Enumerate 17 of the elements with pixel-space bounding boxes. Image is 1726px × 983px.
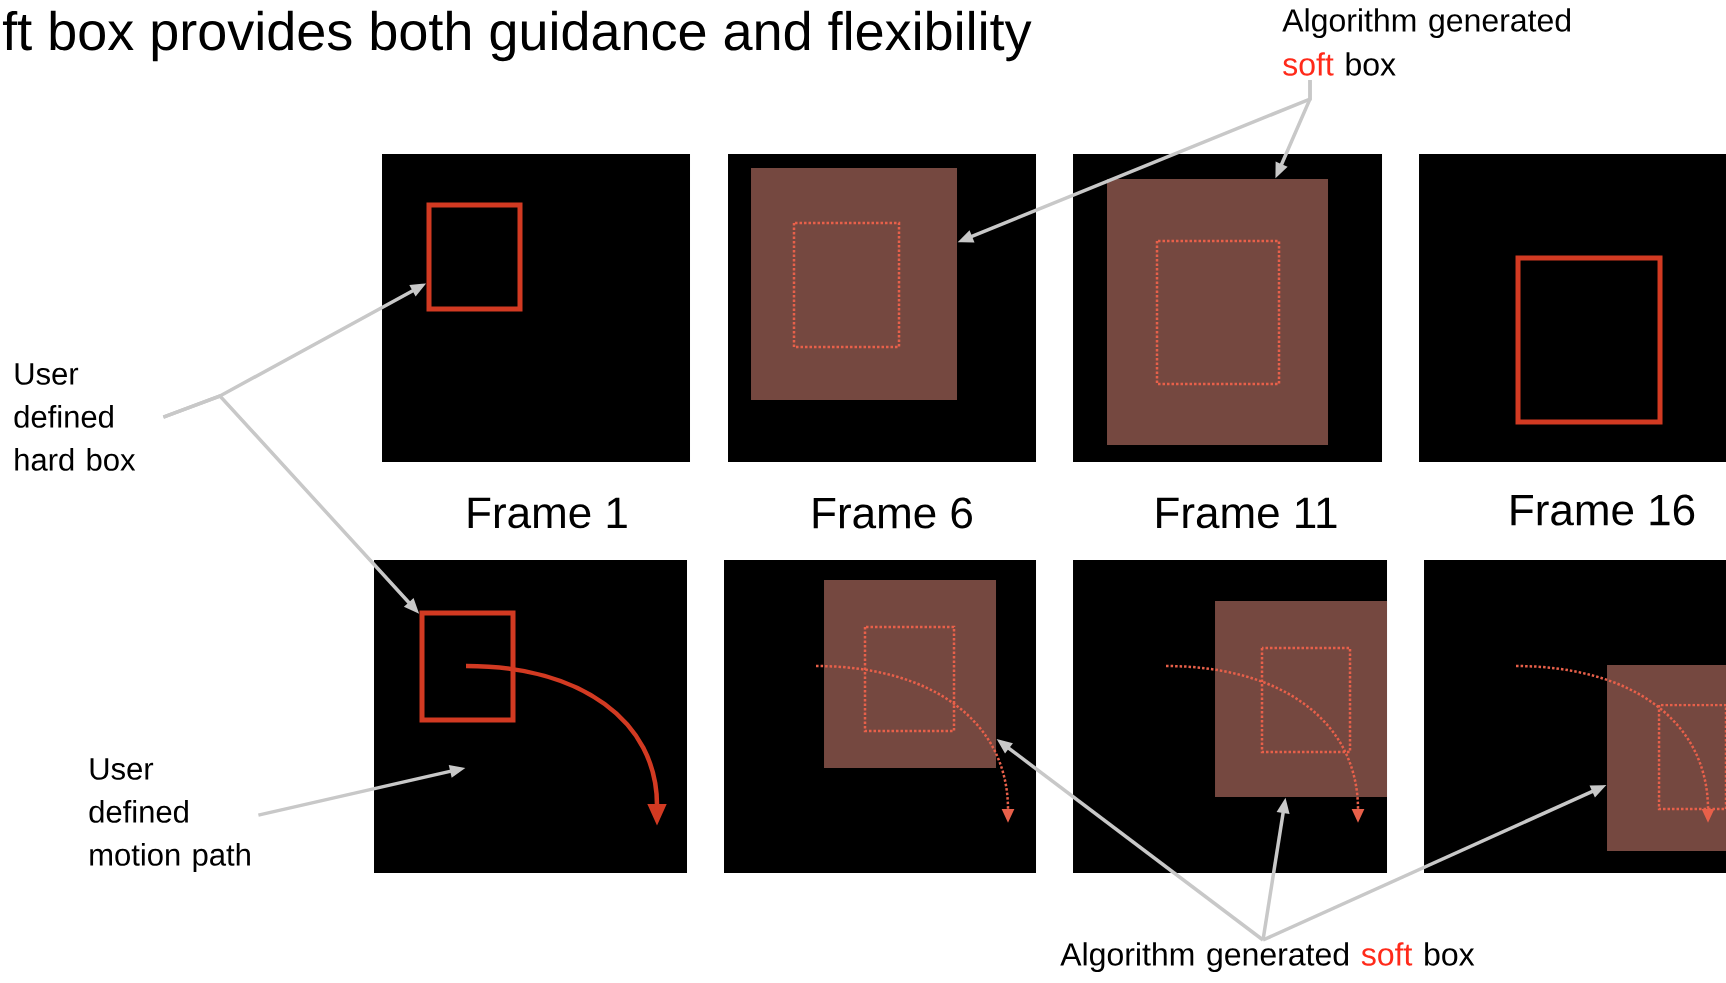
hard-box <box>1515 255 1663 425</box>
hard-box <box>419 610 516 723</box>
soft-box <box>824 580 996 768</box>
slide-title: ft box provides both guidance and flexibility <box>2 10 1032 62</box>
callout-text: Algorithm generated soft box <box>1060 942 1475 973</box>
callout-text: Algorithm generated soft box <box>1282 8 1571 76</box>
callout-text: User defined motion path <box>89 758 250 872</box>
soft-box <box>1607 665 1726 851</box>
frame-label: Frame 1 <box>468 497 627 529</box>
frame-label: Frame 11 <box>1157 497 1337 529</box>
frame-label: Frame 6 <box>813 497 972 529</box>
callout-text: User defined hard box <box>14 363 136 471</box>
soft-box <box>1107 179 1328 445</box>
hard-box <box>426 202 523 312</box>
soft-box <box>1215 601 1387 797</box>
soft-box <box>751 168 957 400</box>
frame-label: Frame 16 <box>1511 494 1695 526</box>
